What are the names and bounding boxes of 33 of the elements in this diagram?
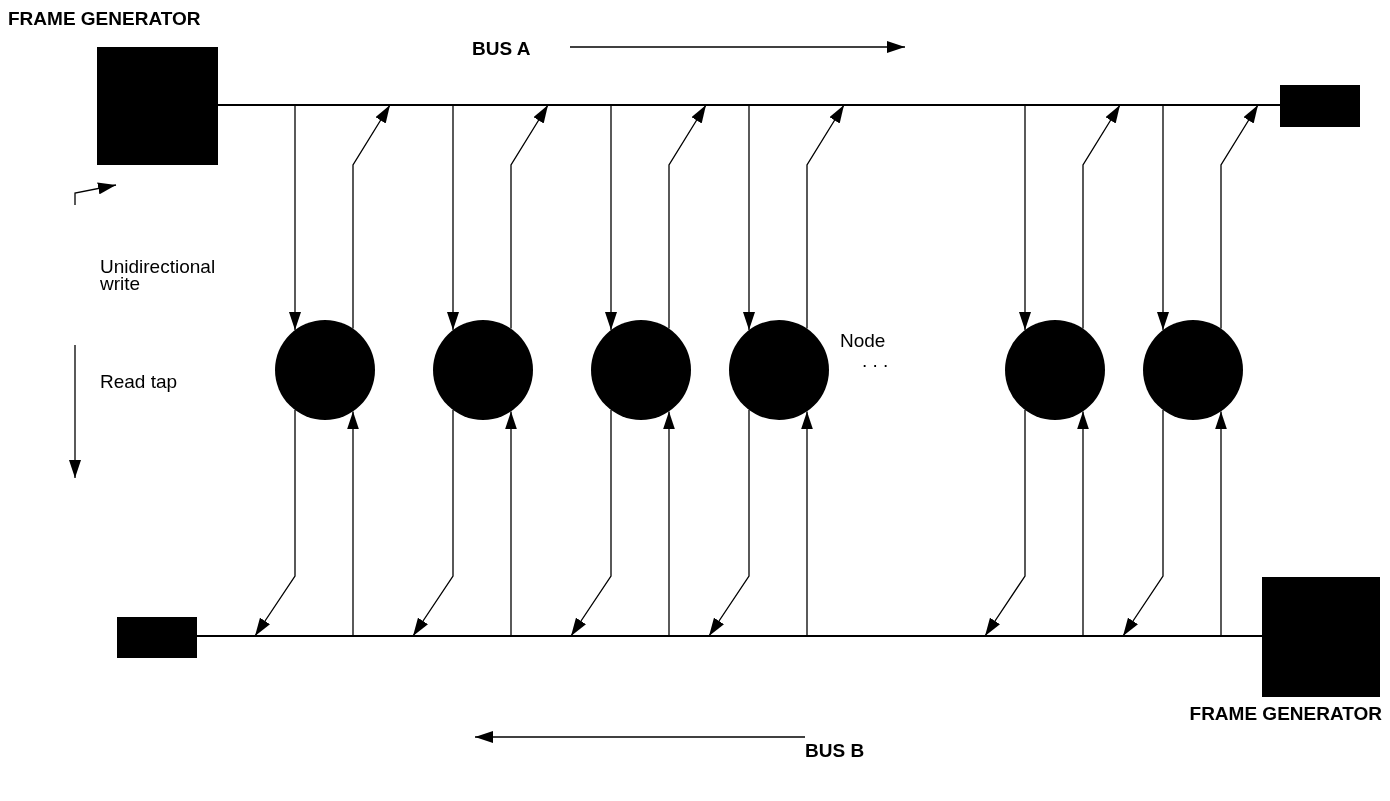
bus-label: BUS B <box>805 740 865 762</box>
arrow <box>984 409 1026 637</box>
bus-label: BUS A <box>472 38 531 60</box>
frame-generator-label: FRAME GENERATOR <box>1189 703 1382 725</box>
arrow <box>347 410 359 637</box>
arrow <box>1077 410 1089 637</box>
arrow <box>605 104 617 331</box>
terminator-block <box>1280 85 1360 127</box>
arrow <box>412 409 454 637</box>
arrow <box>708 409 750 637</box>
legend-label: Read tap <box>100 373 179 390</box>
arrow <box>254 409 296 637</box>
arrow <box>801 410 813 637</box>
arrow <box>668 104 707 330</box>
arrow <box>743 104 755 331</box>
arrow <box>1122 409 1164 637</box>
arrow <box>570 409 612 637</box>
arrow <box>505 410 517 637</box>
arrow <box>1220 104 1259 330</box>
arrow <box>1215 410 1227 637</box>
arrow <box>352 104 391 330</box>
arrow <box>447 104 459 331</box>
arrow <box>1082 104 1121 330</box>
arrow <box>1157 104 1169 331</box>
arrow <box>1019 104 1031 331</box>
frame-generator-label: FRAME GENERATOR <box>8 8 201 30</box>
arrow <box>510 104 549 330</box>
ellipsis-label: . . . <box>862 352 889 369</box>
legend-label: Unidirectional write <box>100 258 217 292</box>
arrow <box>289 104 301 331</box>
arrow <box>806 104 845 330</box>
arrow <box>663 410 675 637</box>
terminator-block <box>117 617 197 658</box>
